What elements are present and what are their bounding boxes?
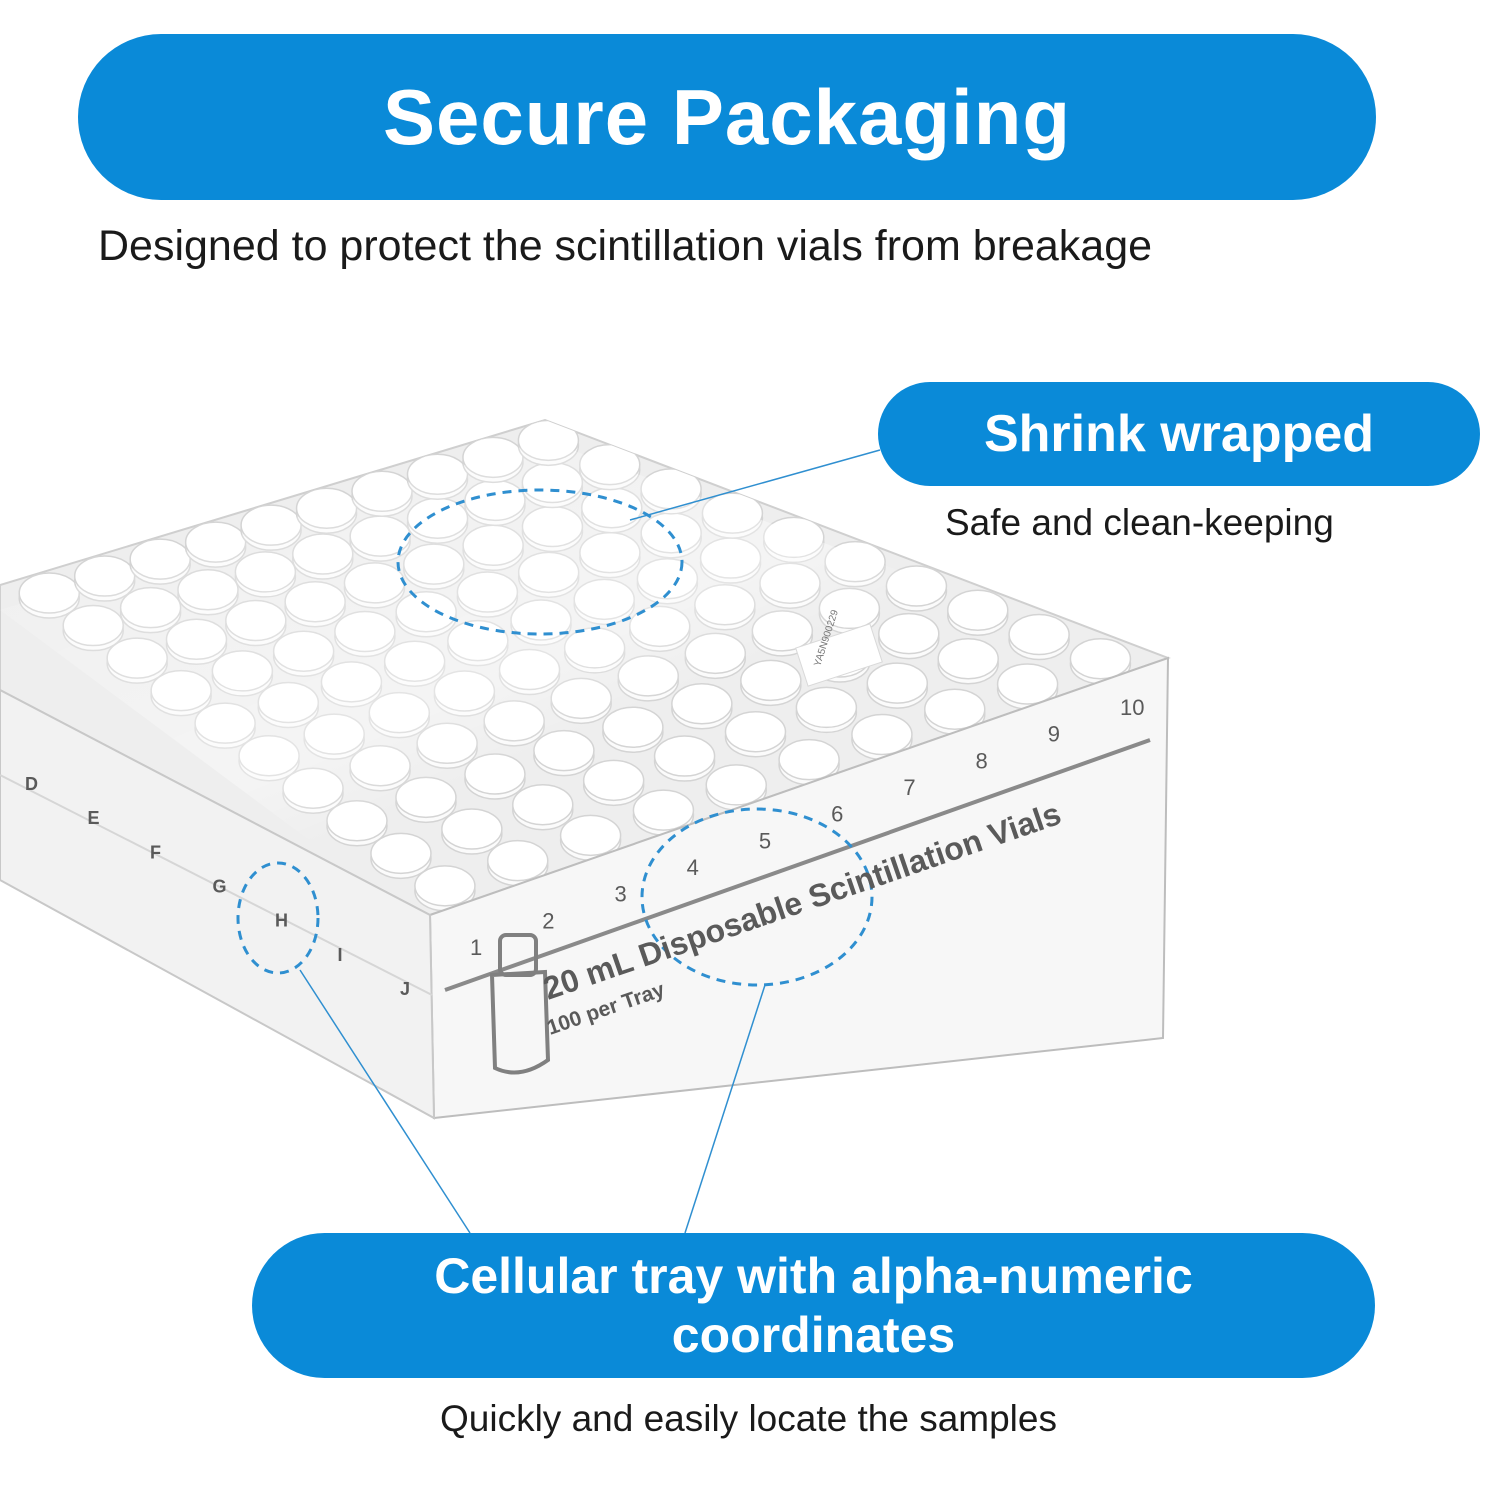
tray-column-number: 2: [542, 908, 554, 933]
tray-leader-line-right: [684, 984, 766, 1234]
headline-subtitle: Designed to protect the scintillation vi…: [98, 222, 1153, 270]
tray-column-number: 3: [614, 882, 626, 907]
tray-row-letter: J: [400, 979, 410, 999]
tray-column-number: 10: [1120, 695, 1144, 720]
shrink-wrapped-pill: Shrink wrapped: [878, 382, 1480, 486]
tray-column-labels: 1 2 3 4 5 6 7 8 9 10: [470, 695, 1144, 960]
tray-row-letter: G: [213, 877, 227, 897]
tray-row-labels: D E F G H I J: [25, 774, 410, 999]
tray-row-letter: E: [88, 808, 100, 828]
tray-column-number: 7: [903, 775, 915, 800]
tray-left-side: [0, 688, 436, 1120]
vial-outline-icon: [489, 933, 551, 1075]
tray-column-number: 5: [759, 828, 771, 853]
shrink-wrapped-caption: Safe and clean-keeping: [945, 502, 1334, 543]
tray-column-number: 8: [976, 748, 988, 773]
headline-title: Secure Packaging: [383, 72, 1071, 161]
shrink-highlight-circle: [396, 488, 684, 636]
tray-row-letter: F: [150, 842, 161, 862]
tray-leader-line-left: [299, 969, 471, 1234]
cellular-tray-title: Cellular tray with alpha-numeric coordin…: [434, 1247, 1193, 1363]
cellular-tray-caption: Quickly and easily locate the samples: [440, 1398, 1057, 1439]
barcode-sticker: [795, 623, 883, 687]
tray-column-number: 9: [1048, 722, 1060, 747]
shrink-wrap-shine: [0, 440, 1168, 930]
tray-row-letter: D: [25, 774, 38, 794]
tray-print-guideline: [444, 738, 1151, 992]
tray-column-number: 1: [470, 935, 482, 960]
tray-row-letter: I: [338, 945, 343, 965]
cellular-tray-pill: Cellular tray with alpha-numeric coordin…: [252, 1233, 1375, 1378]
row-letter-highlight-circle: [236, 861, 320, 975]
headline-pill: Secure Packaging: [78, 34, 1376, 200]
tray-row-letter: H: [275, 911, 288, 931]
tray-column-number: 6: [831, 802, 843, 827]
tray-print-highlight-circle: [640, 807, 874, 987]
shrink-wrapped-title: Shrink wrapped: [983, 405, 1375, 463]
shrink-leader-line: [629, 449, 881, 521]
tray-column-number: 4: [687, 855, 699, 880]
